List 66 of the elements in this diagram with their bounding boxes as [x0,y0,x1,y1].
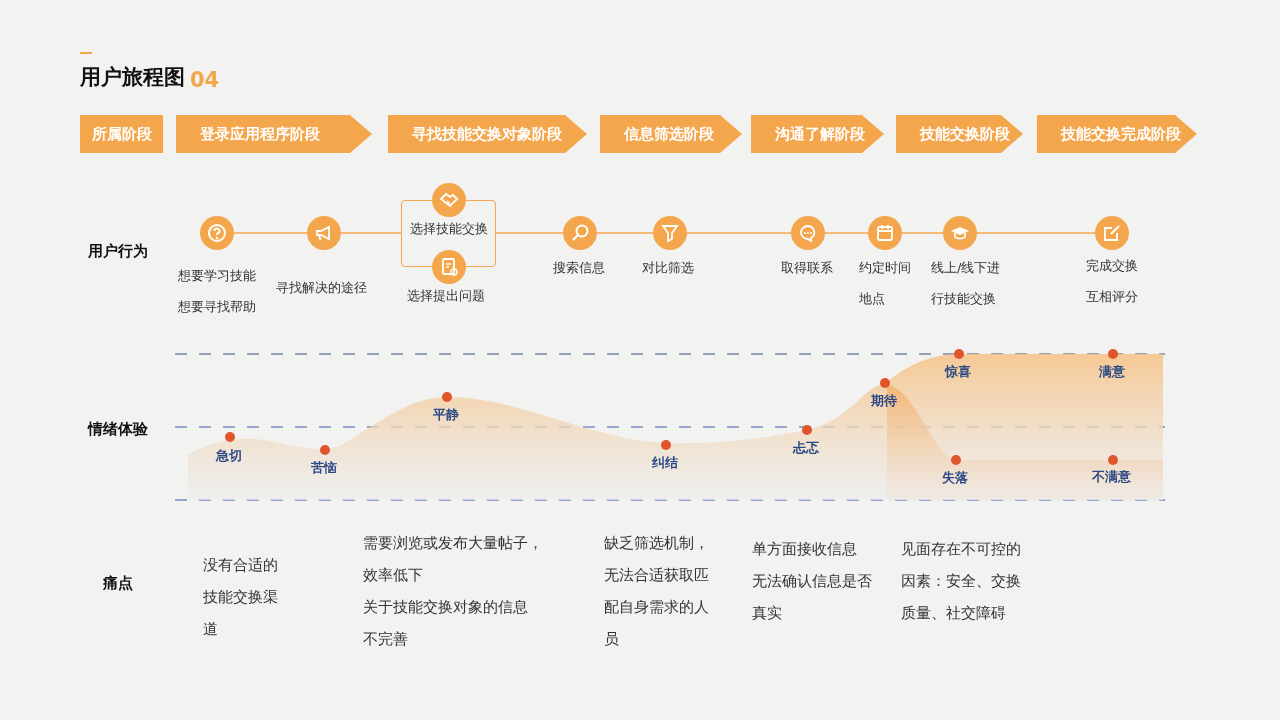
stage-banner [1037,115,1197,153]
emotion-label: 苦恼 [311,459,337,477]
icon-circle [307,216,341,250]
emotion-label: 急切 [216,447,242,465]
pain-point-text: 关于技能交换对象的信息不完善 [363,597,529,650]
icon-circle [432,250,466,284]
pain-point-text: 需要浏览或发布大量帖子，效率低下 [363,533,544,586]
icon-circle [868,216,902,250]
action-caption: 完成交换 [1086,257,1138,275]
icon-circle [791,216,825,250]
pain-point-text: 没有合适的技能交换渠道 [203,555,279,640]
stage-label: 技能交换完成阶段 [1061,124,1181,144]
action-caption: 约定时间地点 [859,259,912,308]
connector-line [340,232,402,234]
row-heading: 用户行为 [88,242,148,261]
connector-line [686,232,792,234]
connector-line [824,232,869,234]
stage-label: 登录应用程序阶段 [200,124,320,144]
pain-point-text: 无法确认信息是否真实 [752,571,873,624]
action-caption: 想要学习技能 [178,267,256,285]
emotion-label: 忐忑 [793,439,819,457]
icon-circle [1095,216,1129,250]
stage-label: 信息筛选阶段 [624,124,714,144]
emotion-label: 不满意 [1092,468,1131,486]
pain-point-text: 单方面接收信息 [752,539,858,560]
emotion-label: 期待 [871,392,897,410]
connector-line [901,232,944,234]
stage-label: 沟通了解阶段 [775,124,865,144]
action-caption: 线上/线下进行技能交换 [931,259,1002,308]
emotion-label: 平静 [433,406,459,424]
connector-line [976,232,1096,234]
action-caption: 想要寻找帮助 [178,298,256,316]
icon-circle [943,216,977,250]
connector-line [233,232,308,234]
stage-label: 寻找技能交换对象阶段 [412,124,562,144]
stage-banner [896,115,1023,153]
pain-point-text: 缺乏筛选机制，无法合适获取匹配自身需求的人员 [604,533,710,650]
icon-circle [563,216,597,250]
action-label: 选择技能交换 [408,220,489,238]
connector-line [495,232,564,234]
action-caption: 寻找解决的途径 [276,279,367,297]
emotion-label: 满意 [1099,363,1125,381]
connector-line [596,232,654,234]
icon-circle [432,183,466,217]
stage-banner [176,115,372,153]
emotion-label: 纠结 [652,454,678,472]
stage-banner [751,115,884,153]
stage-label: 技能交换阶段 [920,124,1010,144]
emotion-label: 失落 [942,469,968,487]
icon-circle [653,216,687,250]
stage-banner [600,115,742,153]
action-caption: 选择提出问题 [407,287,485,305]
stage-header-box [80,115,163,153]
section-number: 04 [190,68,220,92]
row-heading: 情绪体验 [88,420,148,439]
row-heading: 痛点 [103,574,133,593]
emotion-label: 惊喜 [945,363,971,381]
action-caption: 互相评分 [1086,288,1138,306]
page-title: 用户旅程图 [80,64,185,91]
stage-banner [388,115,587,153]
action-caption: 搜索信息 [553,259,605,277]
icon-circle [200,216,234,250]
stage-label: 所属阶段 [91,124,152,144]
action-caption: 对比筛选 [642,259,694,277]
action-caption: 取得联系 [781,259,833,277]
pain-point-text: 见面存在不可控的因素：安全、交换质量、社交障碍 [901,539,1022,624]
